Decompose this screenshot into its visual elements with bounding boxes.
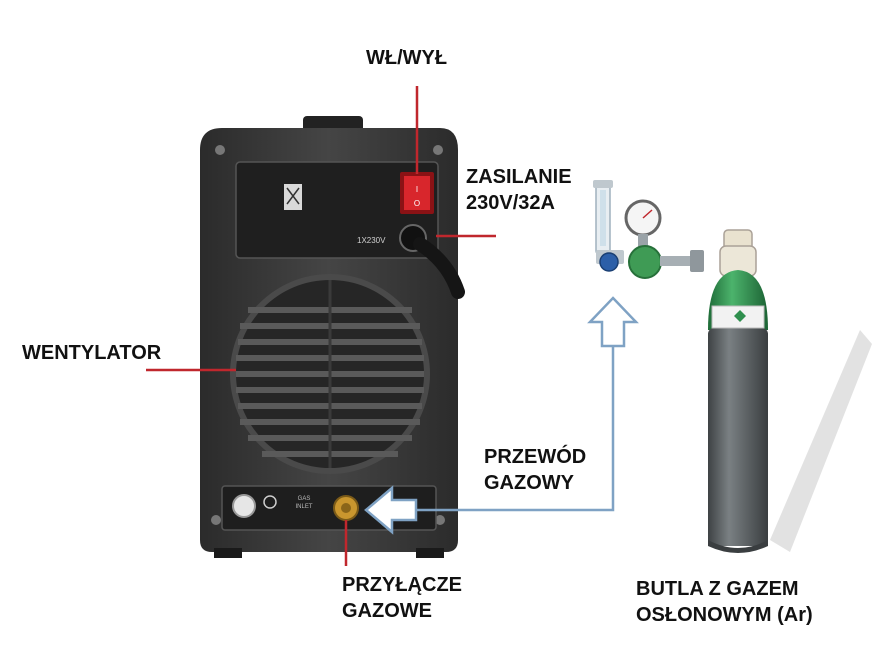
label-fan: WENTYLATOR	[22, 340, 161, 366]
label-power-switch: WŁ/WYŁ	[366, 45, 447, 71]
regulator-body	[629, 246, 661, 278]
ground-terminal-icon	[233, 495, 255, 517]
welder-back-panel: I O 1X230V	[200, 116, 458, 558]
foot-right	[416, 548, 444, 558]
label-cylinder: BUTLA Z GAZEM OSŁONOWYM (Ar)	[636, 576, 813, 628]
label-cylinder-line1: BUTLA Z GAZEM	[636, 576, 813, 602]
label-gas-hose-line1: PRZEWÓD	[484, 444, 586, 470]
gas-inlet-marking-2: INLET	[295, 504, 312, 510]
fan-grille	[230, 274, 430, 474]
label-power-switch-text: WŁ/WYŁ	[366, 45, 447, 71]
regulator-outlet	[660, 256, 694, 266]
label-fan-text: WENTYLATOR	[22, 340, 161, 366]
arrow-up-icon	[590, 298, 636, 346]
gas-inlet-marking-1: GAS	[298, 496, 311, 502]
switch-on-mark: I	[416, 185, 418, 194]
voltage-marking: 1X230V	[357, 236, 386, 245]
gas-cylinder	[708, 230, 872, 553]
label-gas-connector: PRZYŁĄCZE GAZOWE	[342, 572, 462, 624]
label-gas-hose-line2: GAZOWY	[484, 470, 586, 496]
label-gas-connector-line1: PRZYŁĄCZE	[342, 572, 462, 598]
flow-knob[interactable]	[600, 253, 618, 271]
label-gas-connector-line2: GAZOWE	[342, 598, 462, 624]
label-supply-line1: ZASILANIE	[466, 164, 572, 190]
label-cylinder-line2: OSŁONOWYM (Ar)	[636, 602, 813, 628]
cylinder-shadow	[770, 330, 872, 552]
screw-icon	[215, 145, 225, 155]
label-gas-hose: PRZEWÓD GAZOWY	[484, 444, 586, 496]
screw-icon	[211, 515, 221, 525]
gas-regulator	[593, 180, 704, 278]
foot-left	[214, 548, 242, 558]
label-supply-line2: 230V/32A	[466, 190, 572, 216]
screw-icon	[433, 145, 443, 155]
cylinder-body	[708, 328, 768, 546]
switch-off-mark: O	[414, 199, 420, 208]
label-supply: ZASILANIE 230V/32A	[466, 164, 572, 216]
